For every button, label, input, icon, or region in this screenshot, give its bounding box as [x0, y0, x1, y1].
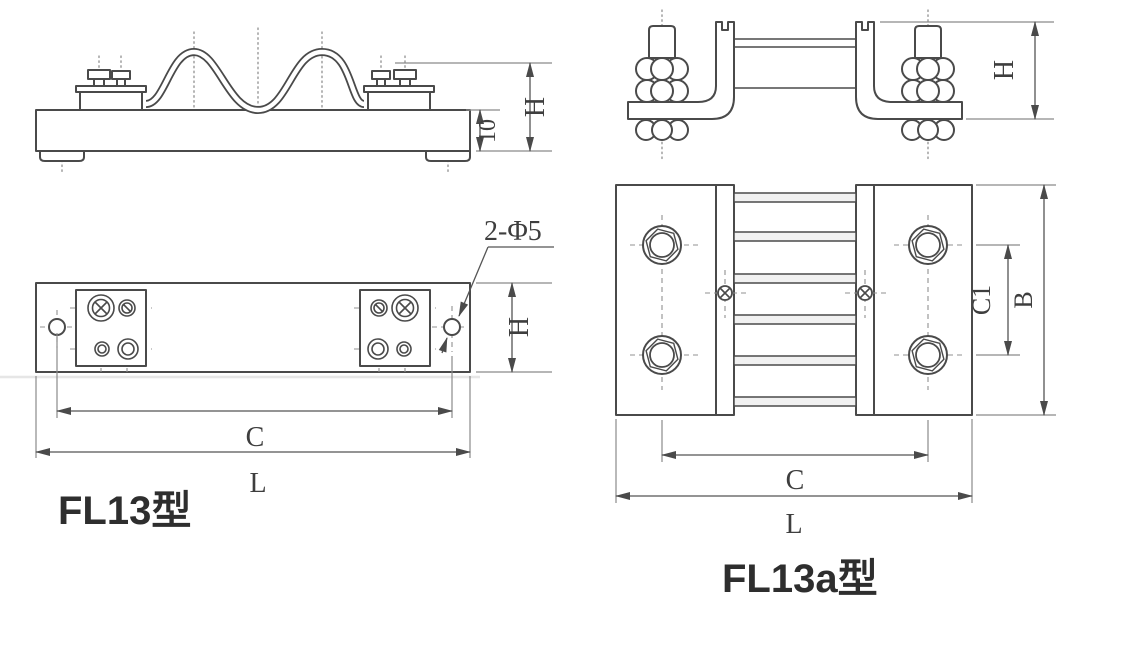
dimension-L: L	[35, 376, 471, 499]
base-plate	[35, 109, 471, 152]
dim-label-bolt-row-spacing: C1	[967, 285, 996, 315]
bolt-hole	[642, 225, 682, 265]
fl13-side-view: H 10	[35, 27, 552, 175]
right-terminal-block-plan	[359, 289, 431, 367]
dimension-H: H	[395, 62, 552, 152]
resistance-bars	[733, 192, 857, 407]
clamp-screw	[717, 285, 733, 301]
dimension-L: L	[615, 419, 973, 540]
right-foot	[425, 150, 471, 162]
bolt-hole	[642, 335, 682, 375]
hole-callout: 2-Φ5	[438, 216, 554, 354]
dim-label-height: H	[989, 60, 1020, 80]
fl13a-plan-view: B C1 C L FL13a型	[615, 184, 1056, 601]
dim-label-width: H	[504, 317, 535, 337]
resistance-element-wave	[144, 47, 366, 115]
fl13-plan-view: 2-Φ5 H C L FL13型	[0, 216, 554, 533]
model-label-fl13: FL13型	[58, 489, 191, 533]
dim-label-length: L	[785, 509, 802, 540]
mounting-hole-left	[48, 318, 66, 336]
middle-plates	[734, 38, 856, 89]
dimension-H-plan: H	[476, 282, 552, 373]
left-bolt-stack	[635, 25, 689, 141]
dimension-H: H	[880, 21, 1054, 120]
mounting-hole-right	[443, 318, 461, 336]
dimension-base-thickness: 10	[466, 109, 501, 152]
dim-label-bolt-spacing: C	[786, 465, 805, 496]
left-terminal-block	[75, 69, 147, 111]
right-end-block	[873, 184, 973, 416]
dimension-C: C	[661, 420, 929, 496]
dim-label-width: B	[1009, 291, 1038, 308]
left-foot	[39, 150, 85, 162]
model-label-fl13a: FL13a型	[722, 557, 878, 601]
right-bracket	[855, 21, 963, 120]
clamp-screw	[857, 285, 873, 301]
dimension-C: C	[56, 333, 453, 453]
dim-label-hole-spacing: C	[246, 422, 265, 453]
left-bracket	[627, 21, 735, 120]
dim-label-height: H	[520, 97, 551, 117]
centerlines	[661, 9, 929, 161]
left-terminal-block-plan	[75, 289, 147, 367]
hole-callout-label: 2-Φ5	[484, 216, 542, 247]
fl13a-side-view: H	[627, 9, 1054, 161]
right-terminal-block	[363, 69, 435, 111]
dimension-B: B	[976, 184, 1056, 416]
right-bolt-stack	[901, 25, 955, 141]
left-end-block	[615, 184, 717, 416]
bolt-hole	[908, 335, 948, 375]
bolt-hole	[908, 225, 948, 265]
dim-label-thickness: 10	[475, 119, 501, 143]
dimension-C1: C1	[967, 244, 1020, 356]
dim-label-length: L	[249, 468, 266, 499]
